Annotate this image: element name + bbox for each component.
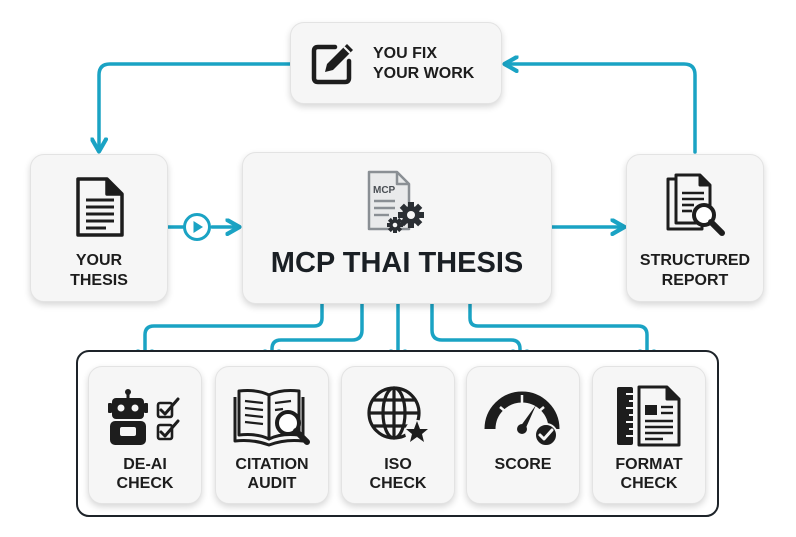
book-search-icon (233, 389, 310, 447)
thesis-card[interactable]: YOUR THESIS (30, 154, 168, 302)
arrow-mcp-to-deai (145, 302, 324, 360)
report-label-line2: REPORT (661, 272, 729, 289)
de-ai-label-line2: CHECK (116, 475, 174, 492)
edit-icon (311, 44, 353, 85)
report-search-icon (666, 173, 725, 236)
report-card[interactable]: STRUCTURED REPORT (626, 154, 764, 302)
fix-label-line2: YOUR WORK (373, 65, 475, 82)
citation-label-line2: AUDIT (247, 475, 297, 492)
fix-card[interactable]: YOU FIX YOUR WORK (290, 22, 502, 104)
arrow-mcp-to-citation (272, 302, 364, 360)
report-label-line1: STRUCTURED (639, 252, 751, 269)
arrow-fix-to-thesis (99, 62, 292, 148)
document-icon (76, 177, 124, 237)
robot-checklist-icon (108, 389, 180, 445)
gauge-icon (484, 391, 560, 447)
globe-star-icon (367, 386, 429, 444)
arrow-mcp-to-format (468, 302, 647, 360)
fix-label-line1: YOU FIX (373, 45, 438, 62)
mcp-card[interactable]: MCP MCP THAI T (242, 152, 552, 304)
arrow-report-to-fix (508, 64, 697, 154)
tool-card-de-ai-check[interactable]: DE-AI CHECK (88, 366, 202, 504)
thesis-label-line1: YOUR (75, 252, 123, 269)
thesis-label-line2: THESIS (70, 272, 128, 289)
ruler-document-icon (617, 385, 681, 447)
format-label-line2: CHECK (620, 475, 678, 492)
iso-label-line1: ISO (384, 456, 412, 473)
play-icon (183, 213, 211, 241)
de-ai-label-line1: DE-AI (123, 456, 167, 473)
tool-card-iso-check[interactable]: ISO CHECK (341, 366, 455, 504)
mcp-badge-text: MCP (373, 185, 396, 196)
tool-card-score[interactable]: SCORE (466, 366, 580, 504)
citation-label-line1: CITATION (235, 456, 309, 473)
tool-card-format-check[interactable]: FORMAT CHECK (592, 366, 706, 504)
mcp-title: MCP THAI THESIS (270, 247, 524, 279)
iso-label-line2: CHECK (369, 475, 427, 492)
format-label-line1: FORMAT (615, 456, 683, 473)
arrow-mcp-to-score (430, 302, 520, 360)
score-label: SCORE (494, 456, 552, 473)
tool-card-citation-audit[interactable]: CITATION AUDIT (215, 366, 329, 504)
gear-document-icon: MCP (367, 170, 424, 233)
